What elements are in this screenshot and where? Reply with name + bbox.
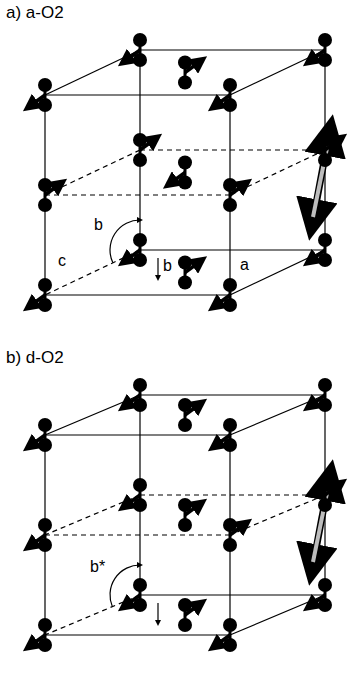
oxygen-atom [133, 578, 147, 592]
oxygen-atom [38, 278, 52, 292]
cell-edge [230, 595, 325, 635]
angle-label: b [94, 216, 103, 234]
spin-arrow [125, 395, 140, 406]
oxygen-atom [223, 618, 237, 632]
spin-arrow [310, 395, 325, 406]
cell-edge [140, 494, 325, 495]
spin-arrow [310, 595, 325, 606]
spin-arrow [185, 262, 200, 273]
spin-arrow [310, 50, 325, 61]
cell-edge [45, 250, 140, 295]
spin-arrow [125, 50, 140, 61]
oxygen-atom [178, 618, 192, 632]
axis-label: a [240, 256, 249, 274]
spin-arrow [185, 404, 200, 415]
spin-arrow [215, 295, 230, 306]
spin-arrow [215, 435, 230, 446]
oxygen-atom [133, 153, 147, 167]
spin-arrow [170, 173, 185, 184]
cell-edge [230, 250, 325, 295]
spin-arrow [215, 95, 230, 106]
oxygen-atom [133, 233, 147, 247]
spin-arrow [30, 435, 45, 446]
oxygen-atom [223, 278, 237, 292]
cell-edge [230, 150, 325, 195]
cell-edge [45, 50, 140, 95]
oxygen-atom [133, 378, 147, 392]
cell-edge [140, 594, 325, 595]
cell-edge [45, 634, 230, 635]
oxygen-atom [318, 33, 332, 47]
oxygen-atom [38, 78, 52, 92]
spin-arrow [140, 139, 155, 150]
spin-arrow [185, 62, 200, 73]
spin-arrow [310, 250, 325, 261]
oxygen-atom [318, 153, 332, 167]
cell-edge [45, 150, 140, 195]
cell-edge [45, 194, 230, 195]
cell-edge [45, 294, 230, 295]
oxygen-atom [178, 156, 192, 170]
oxygen-atom [133, 478, 147, 492]
angle-label: b* [90, 558, 105, 576]
spin-arrow [215, 635, 230, 646]
oxygen-atom [178, 418, 192, 432]
oxygen-atom [178, 276, 192, 290]
oxygen-atom [133, 33, 147, 47]
oxygen-atom [318, 378, 332, 392]
spin-arrow [230, 524, 245, 535]
axis-label: b [163, 257, 172, 275]
spin-arrow [125, 250, 140, 261]
spin-arrow [185, 604, 200, 615]
cell-edge [45, 534, 230, 535]
cell-edge [140, 394, 325, 395]
spin-arrow [125, 595, 140, 606]
oxygen-atom [223, 418, 237, 432]
oxygen-atom [318, 233, 332, 247]
spin-arrow [230, 184, 245, 195]
spin-arrow [325, 139, 340, 150]
cell-edge [45, 434, 230, 435]
panel-label: b) d-O2 [6, 349, 64, 367]
oxygen-atom [223, 538, 237, 552]
cell-edge [140, 49, 325, 50]
cell-edge [230, 395, 325, 435]
oxygen-atom [178, 518, 192, 532]
spin-arrow [125, 495, 140, 506]
oxygen-atom [178, 76, 192, 90]
panel-label: a) a-O2 [6, 4, 64, 22]
oxygen-atom [318, 498, 332, 512]
cell-edge [45, 595, 140, 635]
oxygen-atom [38, 198, 52, 212]
cell-edge [230, 50, 325, 95]
spin-arrow [45, 184, 60, 195]
cell-edge [140, 149, 325, 150]
spin-arrow [185, 504, 200, 515]
cell-edge [230, 495, 325, 535]
cell-edge [45, 395, 140, 435]
oxygen-atom [38, 418, 52, 432]
oxygen-atom [38, 518, 52, 532]
axis-arrow [157, 258, 158, 278]
oxygen-atom [223, 198, 237, 212]
cell-edge [140, 249, 325, 250]
spin-arrow [30, 635, 45, 646]
oxygen-atom [223, 78, 237, 92]
axis-label: c [58, 252, 66, 270]
oxygen-atom [318, 578, 332, 592]
spin-arrow [30, 95, 45, 106]
spin-arrow [325, 484, 340, 495]
cell-edge [45, 94, 230, 95]
spin-arrow [30, 295, 45, 306]
axis-arrow [157, 603, 158, 623]
cell-edge [45, 495, 140, 535]
oxygen-atom [38, 618, 52, 632]
spin-arrow [30, 535, 45, 546]
